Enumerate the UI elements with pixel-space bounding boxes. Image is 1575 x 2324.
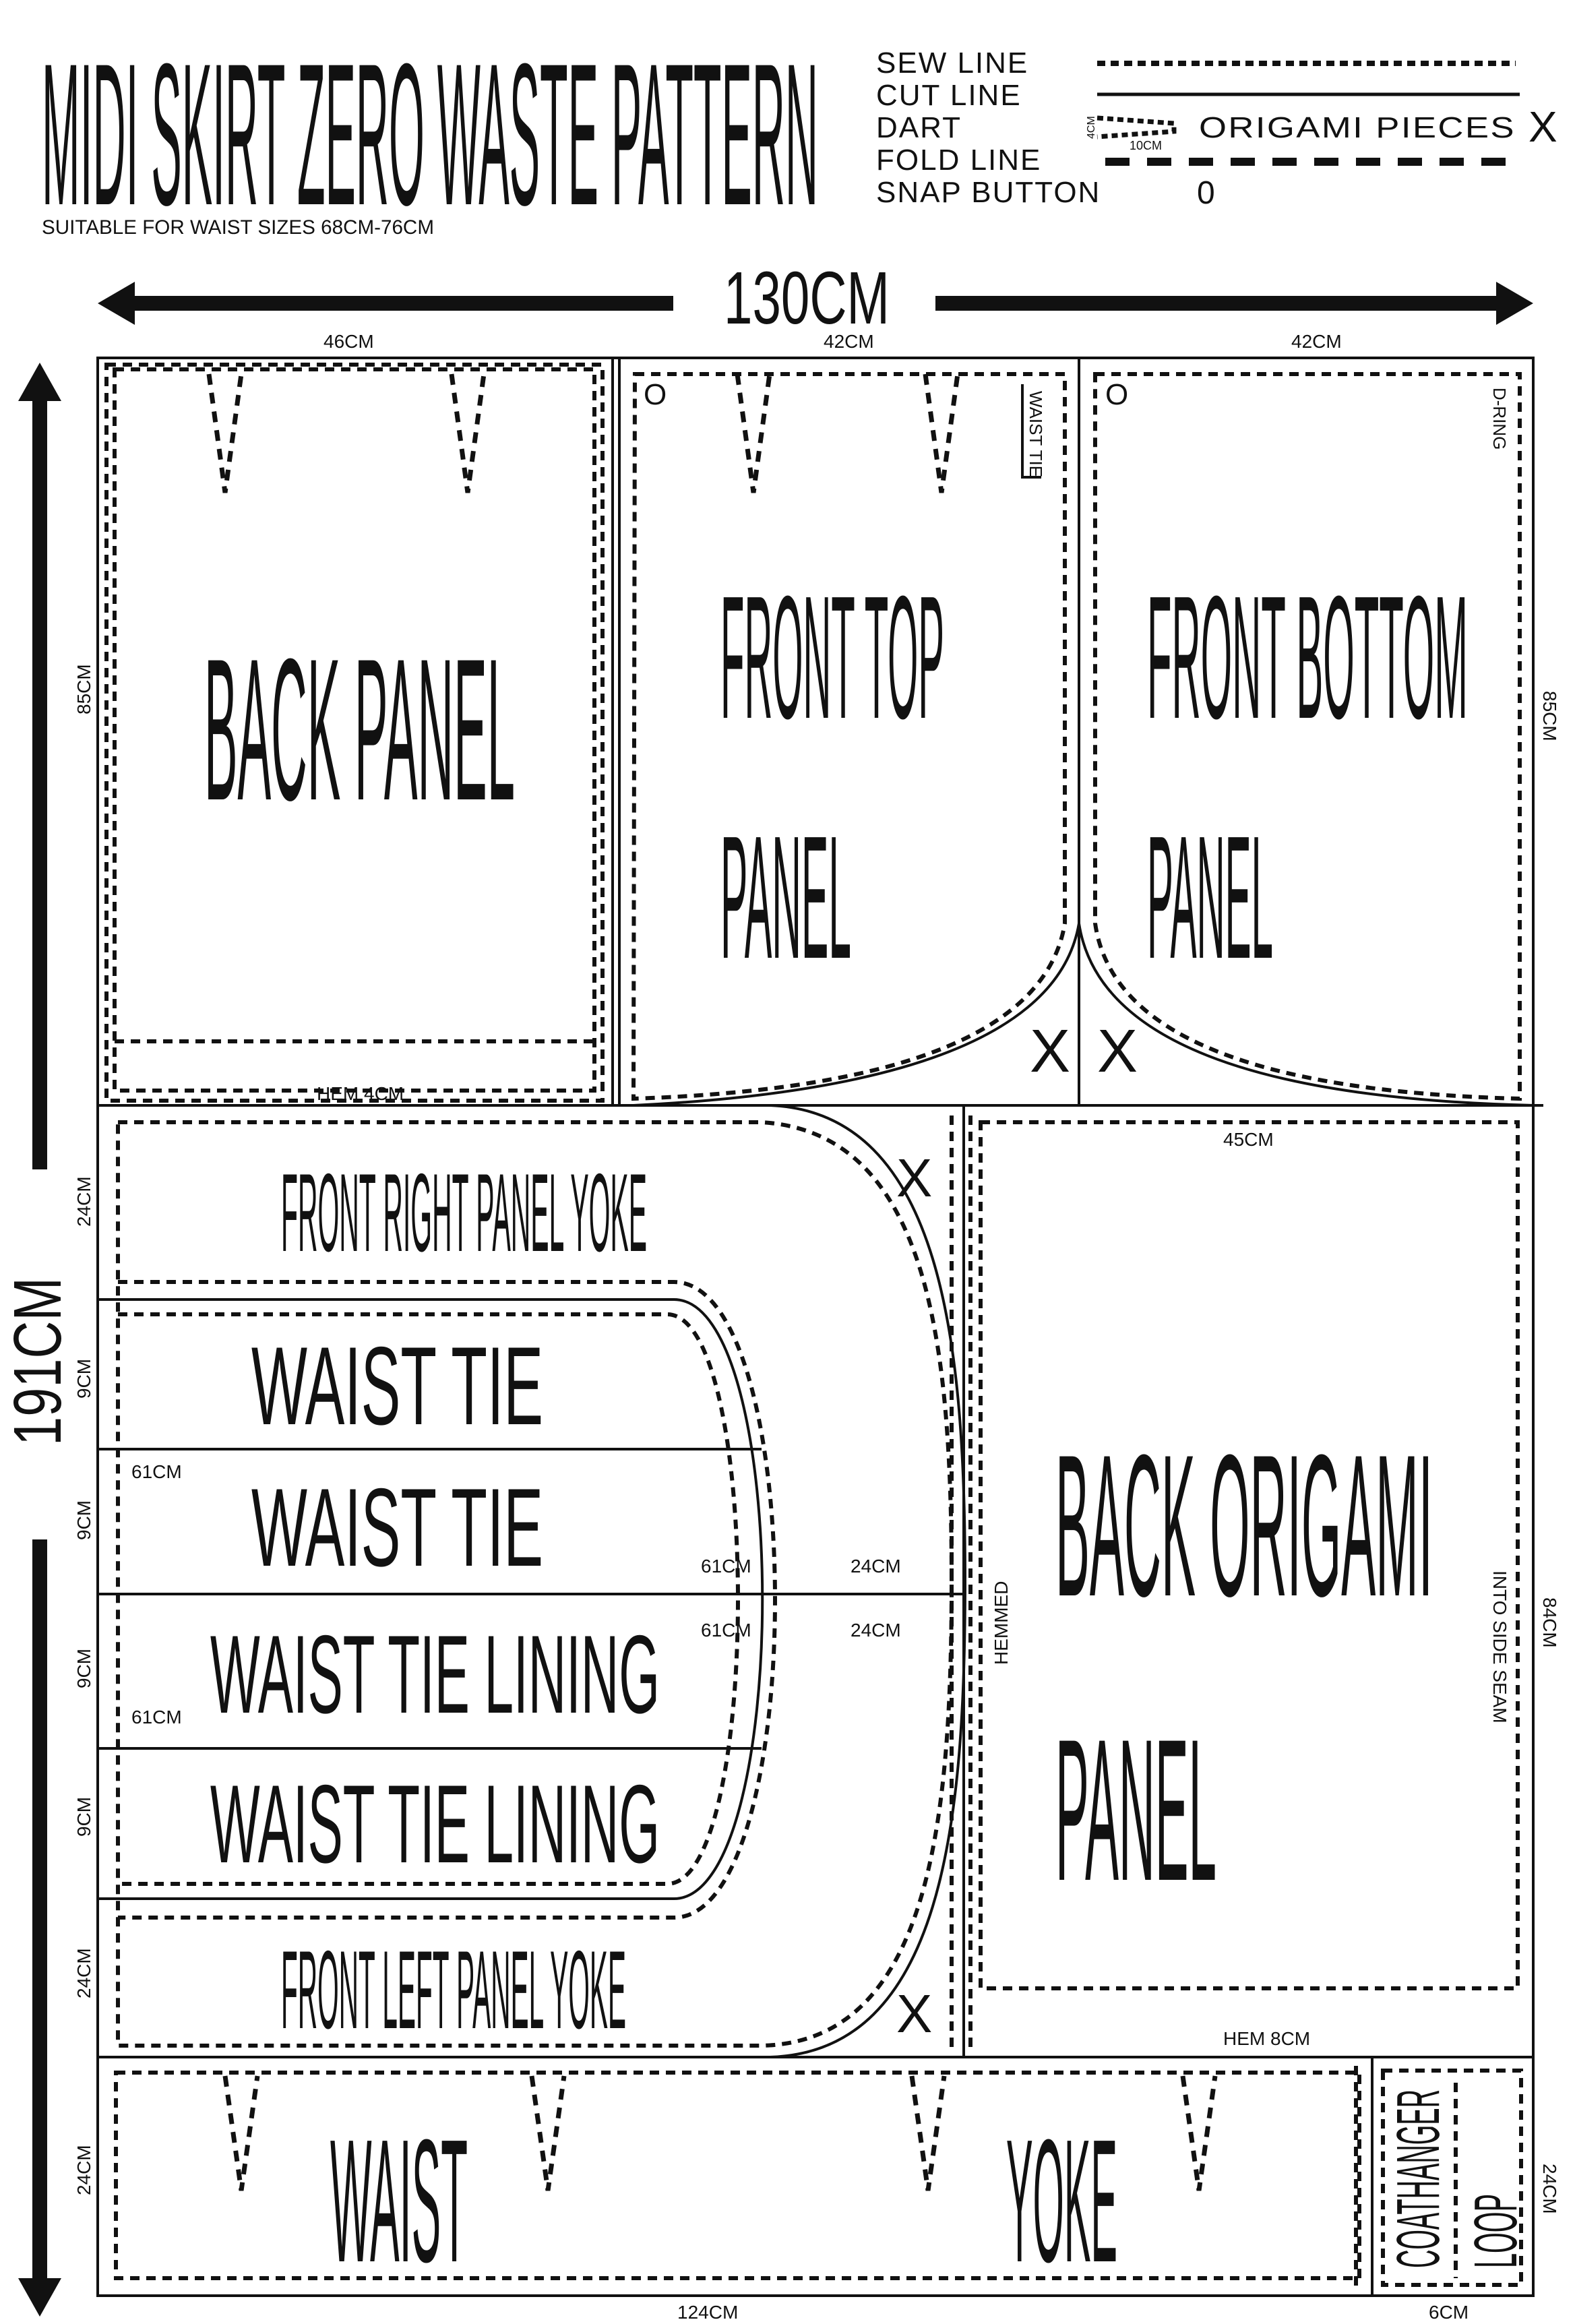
d-ring-note: D-RING: [1489, 388, 1510, 450]
legend-origami-pieces-label: ORIGAMI PIECES: [1199, 111, 1516, 144]
tie-length-b: 61CM: [701, 1556, 751, 1577]
lining1-height: 9CM: [73, 1649, 94, 1688]
waist-yoke-width: 124CM: [677, 2302, 738, 2323]
coathanger-height: 24CM: [1539, 2164, 1560, 2214]
legend-dart-length: 10CM: [1130, 139, 1162, 152]
lining2-height: 9CM: [73, 1797, 94, 1837]
snap-button-mark: O: [1105, 378, 1128, 411]
tie-length-c: 61CM: [701, 1620, 751, 1641]
legend-dart-width: 4CM: [1086, 116, 1097, 139]
back-dart-1: [206, 373, 244, 493]
right-yoke-height: 24CM: [73, 1176, 94, 1227]
dimension-labels: 46CM 42CM 42CM 85CM 85CM HEM 4CM 45CM 84…: [73, 331, 1560, 2323]
tie-length-d: 61CM: [131, 1707, 182, 1727]
tie-extra-a: 24CM: [851, 1556, 901, 1577]
hem-4-label: HEM 4CM: [317, 1083, 404, 1104]
piece-labels: BACK PANEL FRONT TOP PANEL FRONT BOTTOM …: [204, 560, 1530, 2299]
front-top-width: 42CM: [824, 331, 874, 352]
hem-8-label: HEM 8CM: [1223, 2028, 1310, 2049]
waist-yoke-label-2: YOKE: [1006, 2104, 1117, 2299]
waist-yoke-label-1: WAIST: [330, 2104, 468, 2299]
waist-tie-note: WAIST TIE: [1026, 391, 1046, 477]
waist-tie-lining-1-label: WAIST TIE LINING: [210, 1612, 660, 1736]
total-height-label: 191CM: [0, 1277, 75, 1446]
marks: X X X X O O: [644, 378, 1138, 2044]
left-yoke-height: 24CM: [73, 1948, 94, 1998]
pattern-title: MIDI SKIRT ZERO WASTE PATTERN: [42, 21, 818, 247]
origami-x-mark: X: [896, 1148, 932, 1208]
waist-tie-2-label: WAIST TIE: [251, 1465, 543, 1589]
legend-dart-sample: 4CM 10CM: [1086, 115, 1177, 152]
front-bottom-panel-label: PANEL: [1147, 800, 1273, 996]
front-top-dart-2: [923, 373, 960, 493]
into-side-seam-note: INTO SIDE SEAM: [1489, 1570, 1510, 1723]
legend-snap-button-label: SNAP BUTTON: [876, 176, 1101, 209]
origami-x-mark: X: [1030, 1018, 1070, 1085]
front-bottom-label: FRONT BOTTOM: [1147, 560, 1468, 756]
sew-lines: [104, 363, 1523, 2288]
coathanger-width: 6CM: [1429, 2302, 1469, 2323]
darts: [206, 373, 1218, 2191]
waist-yoke-height: 24CM: [73, 2145, 94, 2195]
top-row-height-right: 85CM: [1539, 691, 1560, 741]
waist-tie-lining-2-label: WAIST TIE LINING: [210, 1762, 660, 1886]
height-arrow: 191CM: [0, 363, 75, 2317]
back-origami-label: BACK ORIGAMI: [1055, 1412, 1433, 1639]
legend: SEW LINE CUT LINE DART 4CM 10CM ORIGAMI …: [876, 47, 1557, 211]
back-dart-2: [449, 373, 487, 493]
front-bottom-width: 42CM: [1291, 331, 1342, 352]
front-left-yoke-label: FRONT LEFT PANEL YOKE: [281, 1928, 626, 2052]
back-origami-panel-label: PANEL: [1055, 1696, 1216, 1923]
snap-button-mark: O: [644, 378, 667, 411]
front-top-panel-label: PANEL: [720, 800, 851, 996]
pattern-subtitle: SUITABLE FOR WAIST SIZES 68CM-76CM: [42, 216, 434, 239]
front-top-label: FRONT TOP: [720, 560, 944, 756]
waist-yoke-dart-4: [1180, 2075, 1218, 2191]
origami-width: 45CM: [1223, 1129, 1274, 1150]
legend-snap-mark: 0: [1197, 175, 1215, 211]
legend-cut-line-label: CUT LINE: [876, 79, 1022, 112]
tie2-height: 9CM: [73, 1500, 94, 1540]
coathanger-loop-label: LOOP: [1462, 2194, 1530, 2268]
legend-dart-label: DART: [876, 111, 962, 144]
hemmed-note: HEMMED: [991, 1581, 1012, 1665]
back-panel-label: BACK PANEL: [204, 616, 515, 843]
waist-yoke-dart-1: [222, 2075, 260, 2191]
origami-height: 84CM: [1539, 1597, 1560, 1648]
legend-fold-line-label: FOLD LINE: [876, 144, 1041, 177]
back-panel-width: 46CM: [323, 331, 374, 352]
legend-origami-x-mark: X: [1528, 102, 1557, 151]
waist-tie-1-label: WAIST TIE: [251, 1324, 543, 1448]
origami-x-mark: X: [1097, 1018, 1138, 1085]
tie1-height: 9CM: [73, 1359, 94, 1399]
front-right-yoke-label: FRONT RIGHT PANEL YOKE: [281, 1151, 647, 1275]
cut-lines: [96, 357, 1543, 2297]
top-row-height-left: 85CM: [73, 664, 94, 714]
tie-length-a: 61CM: [131, 1461, 182, 1482]
coathanger-label: COATHANGER: [1385, 2089, 1452, 2268]
waist-yoke-dart-3: [909, 2075, 947, 2191]
legend-sew-line-label: SEW LINE: [876, 47, 1028, 80]
waist-yoke-dart-2: [529, 2075, 567, 2191]
origami-x-mark: X: [896, 1984, 932, 2044]
total-width-label: 130CM: [724, 257, 890, 340]
front-top-dart-1: [735, 373, 772, 493]
notes: WAIST TIE D-RING HEMMED INTO SIDE SEAM: [991, 384, 1510, 1723]
tie-extra-b: 24CM: [851, 1620, 901, 1641]
width-arrow: 130CM: [98, 257, 1533, 340]
